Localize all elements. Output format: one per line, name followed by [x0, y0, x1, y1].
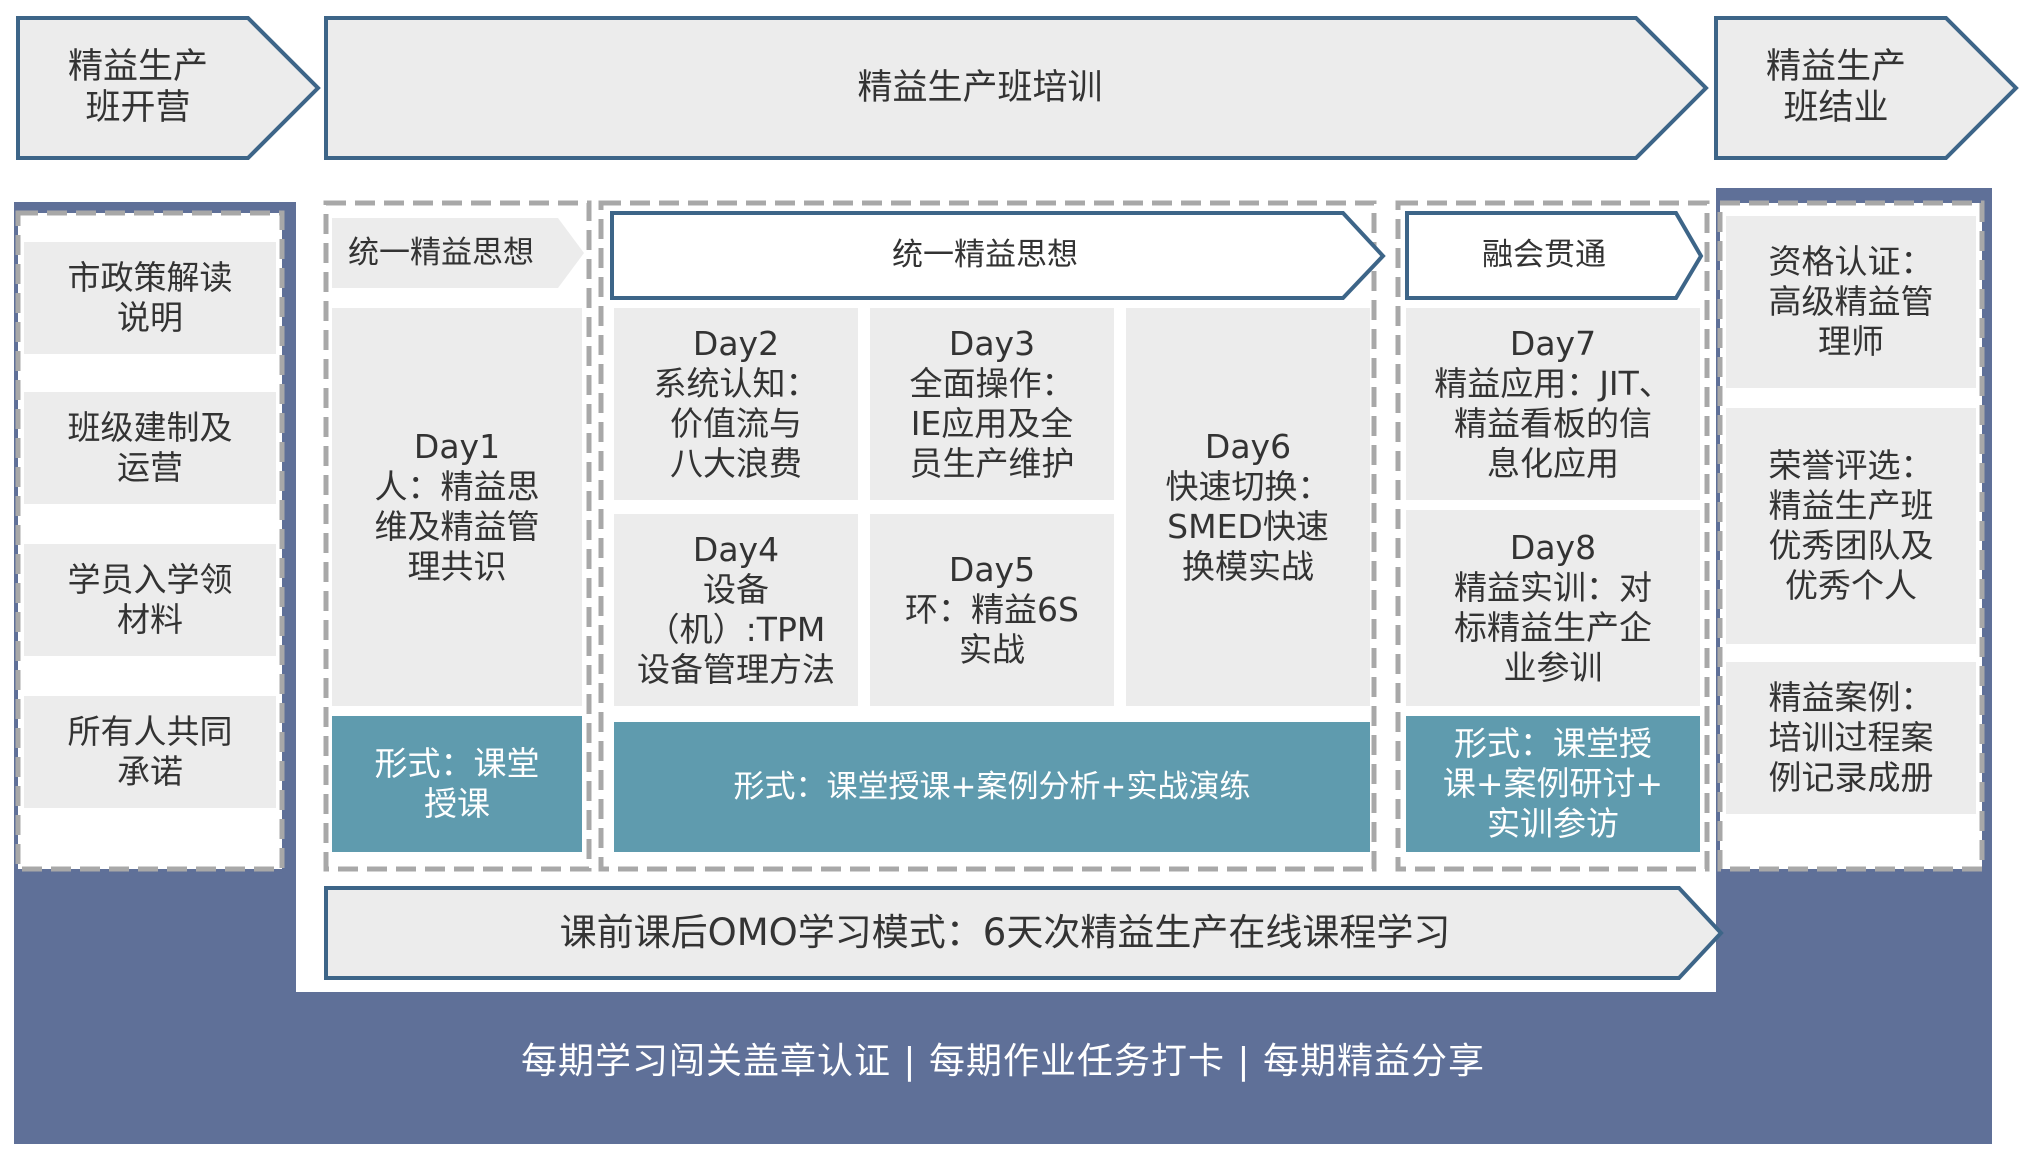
- col2-title: 统一精益思想: [892, 236, 1078, 273]
- training-label: 精益生产班培训: [857, 67, 1103, 108]
- left-item-policy: 市政策解读 说明: [24, 242, 276, 354]
- day7-card: Day7 精益应用：JIT、 精益看板的信 息化应用: [1406, 308, 1700, 500]
- col1-frame: [323, 200, 592, 872]
- left-item-commitment: 所有人共同 承诺: [24, 696, 276, 808]
- col2-title-arrow: [610, 211, 1386, 300]
- day6-card: Day6 快速切换： SMED快速 换模实战: [1126, 308, 1370, 706]
- col3-title: 融会贯通: [1482, 236, 1606, 273]
- right-item-certification: 资格认证： 高级精益管 理师: [1726, 216, 1976, 388]
- footer-label: 每期学习闯关盖章认证 | 每期作业任务打卡 | 每期精益分享: [520, 1041, 1486, 1082]
- day3-card: Day3 全面操作： IE应用及全 员生产维护: [870, 308, 1114, 500]
- arrow-opening: [16, 16, 321, 160]
- day2-card: Day2 系统认知： 价值流与 八大浪费: [614, 308, 858, 500]
- col3-format: 形式：课堂授 课+案例研讨+ 实训参访: [1406, 716, 1700, 852]
- day5-card: Day5 环：精益6S 实战: [870, 514, 1114, 706]
- col2-frame: [598, 200, 1377, 872]
- day4-card: Day4 设备（机）:TPM 设备管理方法: [614, 514, 858, 706]
- col3-frame: [1395, 200, 1710, 872]
- col1-title: 统一精益思想: [348, 234, 534, 271]
- right-item-cases: 精益案例： 培训过程案 例记录成册: [1726, 662, 1976, 814]
- col2-format: 形式：课堂授课+案例分析+实战演练: [614, 722, 1370, 852]
- closing-label: 精益生产 班结业: [1765, 47, 1906, 128]
- left-item-class-setup: 班级建制及 运营: [24, 392, 276, 504]
- omo-label: 课前课后OMO学习模式：6天次精益生产在线课程学习: [559, 911, 1451, 954]
- col1-format: 形式：课堂 授课: [332, 716, 582, 852]
- col1-title-arrow: [332, 218, 584, 288]
- day8-card: Day8 精益实训：对 标精益生产企 业参训: [1406, 510, 1700, 706]
- arrow-training: [324, 16, 1709, 160]
- arrow-closing: [1714, 16, 2019, 160]
- left-item-materials: 学员入学领 材料: [24, 544, 276, 656]
- day1-card: Day1 人：精益思 维及精益管 理共识: [332, 308, 582, 706]
- opening-label: 精益生产 班开营: [67, 47, 208, 128]
- omo-arrow: [324, 886, 1724, 980]
- right-item-honors: 荣誉评选： 精益生产班 优秀团队及 优秀个人: [1726, 408, 1976, 644]
- col3-title-arrow: [1405, 211, 1704, 300]
